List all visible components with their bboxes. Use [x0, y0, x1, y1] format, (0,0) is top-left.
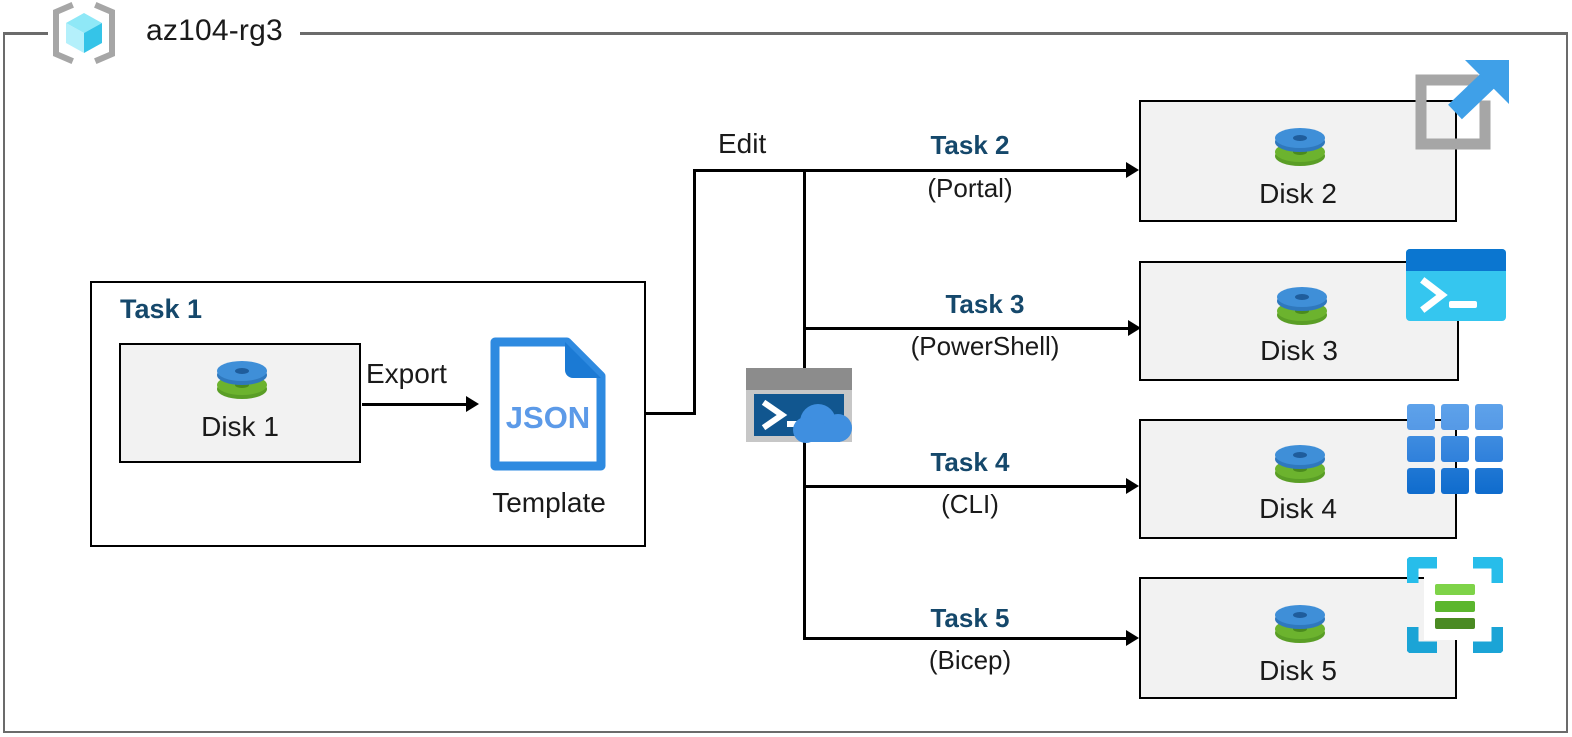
- task3-tool: (PowerShell): [910, 331, 1060, 361]
- task2-arrow-head: [1126, 162, 1139, 178]
- resource-group-frame-top-right-segment: [300, 32, 1568, 35]
- json-file-icon[interactable]: JSON: [489, 336, 607, 472]
- disk3-label: Disk 3: [1260, 335, 1338, 366]
- disk5-label: Disk 5: [1259, 655, 1337, 686]
- task4-name: Task 4: [930, 447, 1010, 477]
- task5-arrow-head: [1126, 630, 1139, 646]
- disk5-box[interactable]: Disk 5: [1139, 577, 1457, 699]
- task1-title: Task 1: [120, 294, 203, 324]
- cloud-shell-icon[interactable]: [744, 366, 860, 444]
- task4-tool: (CLI): [941, 489, 999, 519]
- edit-label: Edit: [718, 128, 767, 159]
- azure-portal-icon[interactable]: [1405, 58, 1515, 166]
- azure-resource-group-cube-icon: [50, 2, 118, 64]
- task2-tool-label: (Portal): [855, 173, 1085, 203]
- disk1-box[interactable]: Disk 1: [119, 343, 361, 463]
- task2-branch-line: [803, 169, 1131, 172]
- task4-edge-label: Task 4: [855, 448, 1085, 476]
- task4-arrow-head: [1126, 478, 1139, 494]
- task5-tool-label: (Bicep): [855, 645, 1085, 675]
- disk2-label: Disk 2: [1259, 178, 1337, 209]
- task4-branch-line: [803, 485, 1131, 488]
- export-label: Export: [366, 358, 447, 389]
- task2-edge-label: Task 2: [855, 131, 1085, 159]
- task2-name: Task 2: [930, 130, 1010, 160]
- managed-disk-icon: [1271, 122, 1329, 176]
- disk1-label: Disk 1: [201, 411, 279, 442]
- disk2-box[interactable]: Disk 2: [1139, 100, 1457, 222]
- edit-riser-line: [693, 169, 696, 415]
- disk3-box[interactable]: Disk 3: [1139, 261, 1459, 381]
- disk4-label: Disk 4: [1259, 493, 1337, 524]
- task5-branch-line: [803, 637, 1131, 640]
- powershell-icon[interactable]: [1406, 249, 1506, 321]
- managed-disk-icon: [1273, 281, 1331, 335]
- edit-top-line: [693, 169, 806, 172]
- task3-branch-line: [803, 327, 1133, 330]
- task3-tool-label: (PowerShell): [855, 331, 1115, 361]
- export-arrow-head: [466, 396, 479, 412]
- template-exit-line: [644, 412, 696, 415]
- task5-tool: (Bicep): [928, 645, 1012, 675]
- template-caption: Template: [492, 487, 606, 518]
- svg-text:JSON: JSON: [506, 400, 590, 435]
- task5-edge-label: Task 5: [855, 604, 1085, 632]
- task5-name: Task 5: [930, 603, 1010, 633]
- bicep-icon[interactable]: [1403, 553, 1507, 657]
- resource-group-name: az104-rg3: [146, 14, 283, 47]
- resource-group-frame-top-left-segment: [3, 32, 48, 35]
- azure-cli-grid-icon[interactable]: [1406, 403, 1504, 495]
- managed-disk-icon: [1271, 599, 1329, 653]
- task3-name: Task 3: [945, 289, 1025, 319]
- managed-disk-icon: [1271, 439, 1329, 493]
- task2-tool: (Portal): [927, 173, 1013, 203]
- task3-arrow-head: [1128, 320, 1141, 336]
- task3-edge-label: Task 3: [855, 290, 1115, 318]
- managed-disk-icon: [213, 355, 271, 409]
- task4-tool-label: (CLI): [855, 489, 1085, 519]
- export-arrow-line: [362, 403, 466, 406]
